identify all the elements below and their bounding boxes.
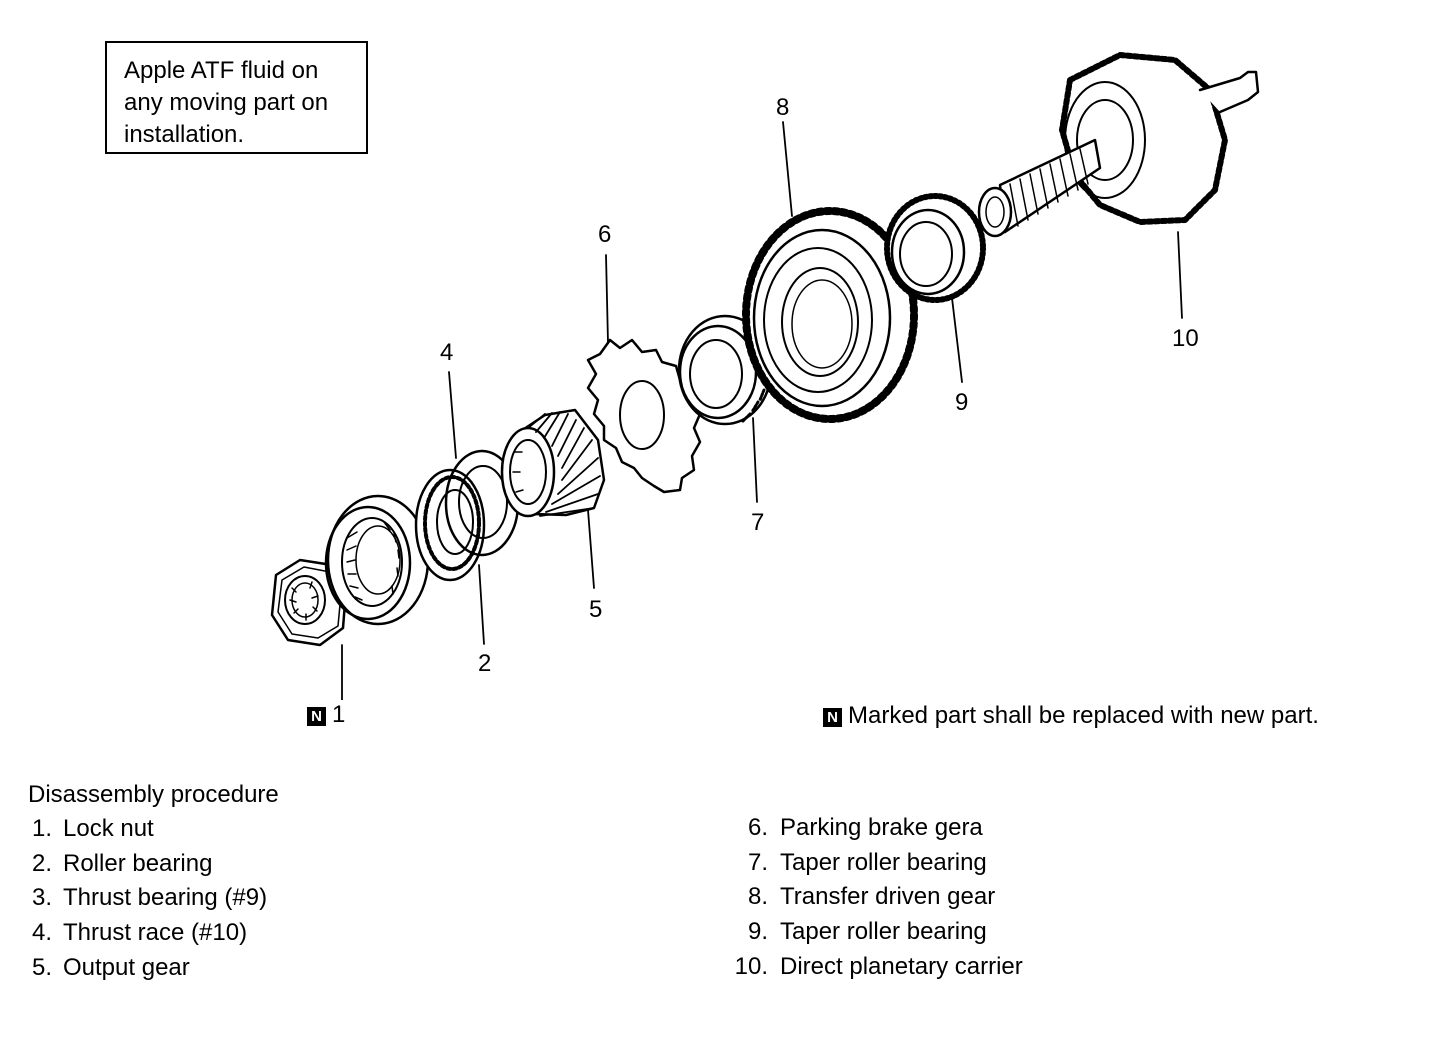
callout-4: 4 <box>440 339 454 366</box>
list-item: 2.Roller bearing <box>31 849 213 877</box>
new-part-badge-icon: N <box>307 707 326 726</box>
new-part-legend: N Marked part shall be replaced with new … <box>823 702 1319 730</box>
list-item: 7.Taper roller bearing <box>747 848 987 876</box>
note-line-3: installation. <box>124 121 245 148</box>
callout-5: 5 <box>589 596 603 623</box>
callout-8: 8 <box>776 94 790 121</box>
new-part-badge-icon: N <box>823 708 842 727</box>
output-gear-part <box>500 408 606 518</box>
list-item: 10.Direct planetary carrier <box>734 952 1023 980</box>
exploded-view-illustration <box>270 52 1260 700</box>
callout-2: 2 <box>478 650 492 677</box>
list-item: 9.Taper roller bearing <box>747 918 987 946</box>
note-line-2: any moving part on <box>124 89 329 116</box>
list-item: 4.Thrust race (#10) <box>31 919 248 947</box>
new-part-legend-text: Marked part shall be replaced with new p… <box>848 702 1319 729</box>
leader-lines <box>341 121 1183 700</box>
roller-bearing-part <box>324 494 430 626</box>
callout-1-number: 1 <box>332 701 346 728</box>
parking-brake-gear-part <box>586 338 702 494</box>
procedure-list-right: 6.Parking brake gera 7.Taper roller bear… <box>730 814 1023 987</box>
list-item: 3.Thrust bearing (#9) <box>31 884 268 912</box>
taper-roller-bearing-2-part <box>884 193 986 303</box>
list-item: 5.Output gear <box>31 953 190 981</box>
note-line-1: Apple ATF fluid on <box>124 57 319 84</box>
transfer-driven-gear-part <box>742 207 918 423</box>
list-item: 1.Lock nut <box>31 815 154 842</box>
list-item: 6.Parking brake gera <box>747 814 983 841</box>
procedure-list-left: 1.Lock nut 2.Roller bearing 3.Thrust bea… <box>28 815 268 988</box>
callout-9: 9 <box>955 389 969 416</box>
callout-10: 10 <box>1172 325 1199 352</box>
procedure-title: Disassembly procedure <box>28 781 279 808</box>
direct-planetary-carrier-part <box>977 52 1260 238</box>
callout-6: 6 <box>598 221 612 248</box>
list-item: 8.Transfer driven gear <box>747 883 996 911</box>
callout-7: 7 <box>751 509 765 536</box>
atf-note-box: Apple ATF fluid on any moving part on in… <box>105 41 368 154</box>
